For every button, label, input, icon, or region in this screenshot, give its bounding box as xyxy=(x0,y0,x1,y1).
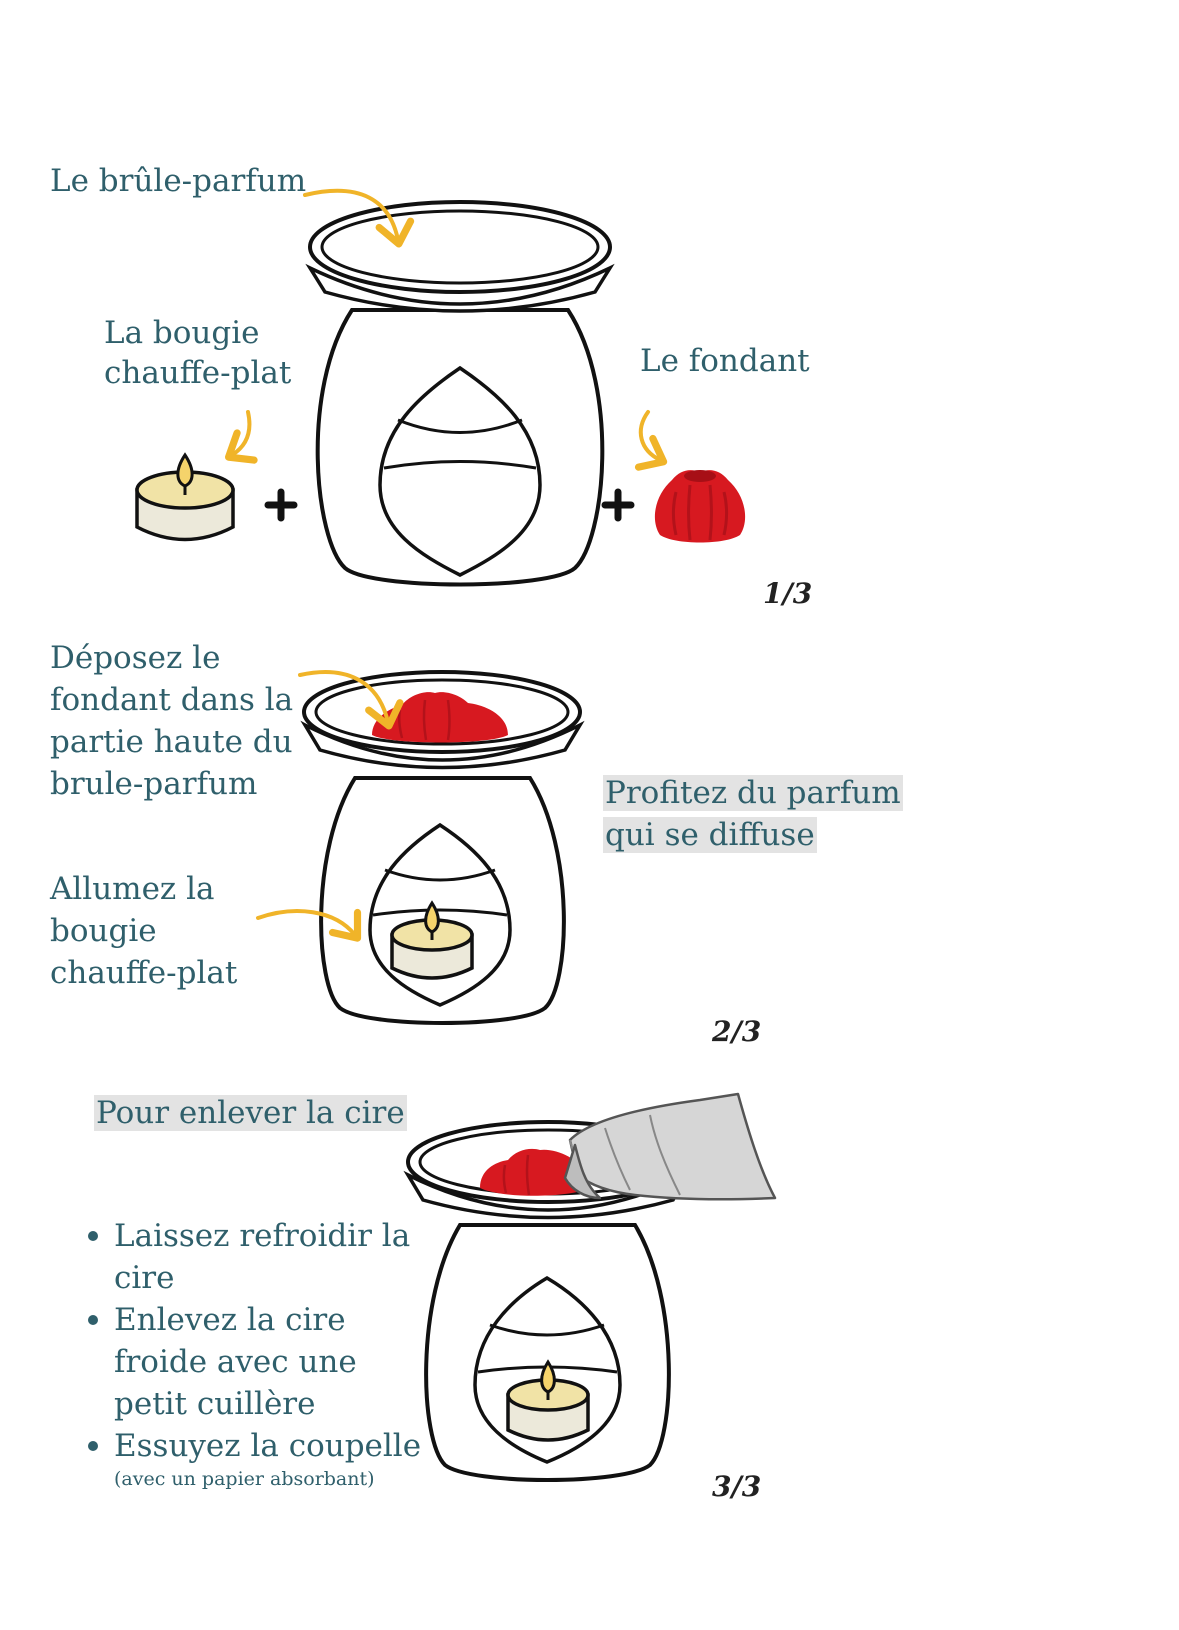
removal-title-text: Pour enlever la cire xyxy=(94,1095,407,1131)
candle-label-line1: La bougie xyxy=(104,315,260,351)
deposit-line-4: brule-parfum xyxy=(50,766,258,802)
list-item: Laissez refroidir la cire xyxy=(82,1215,421,1299)
bullet-1-line-2: cire xyxy=(114,1260,175,1296)
curved-arrow-icon xyxy=(298,670,404,730)
curved-arrow-icon xyxy=(634,410,668,471)
bullet-dot-icon xyxy=(88,1231,98,1241)
burner-label: Le brûle-parfum xyxy=(50,163,307,199)
enjoy-line-1-text: Profitez du parfum xyxy=(603,775,903,811)
deposit-line-2: fondant dans la xyxy=(50,682,294,718)
removal-steps-list: Laissez refroidir la cire Enlevez la cire… xyxy=(82,1215,421,1491)
step-indicator-1: 1/3 xyxy=(763,577,813,610)
deposit-line-1: Déposez le xyxy=(50,640,221,676)
step-indicator-3: 3/3 xyxy=(712,1470,762,1503)
tealight-candle-icon xyxy=(135,452,235,542)
list-item: Essuyez la coupelle (avec un papier absor… xyxy=(82,1425,421,1491)
deposit-line-3: partie haute du xyxy=(50,724,293,760)
enjoy-line-2-text: qui se diffuse xyxy=(603,817,817,853)
bullet-dot-icon xyxy=(88,1315,98,1325)
wax-melt-icon xyxy=(654,470,746,543)
list-item: Enlevez la cire froide avec une petit cuil… xyxy=(82,1299,421,1425)
enjoy-line-1: Profitez du parfum xyxy=(603,772,903,814)
light-line-2: bougie xyxy=(50,913,157,949)
removal-title: Pour enlever la cire xyxy=(94,1092,407,1134)
plus-icon xyxy=(264,488,298,522)
step-indicator-2: 2/3 xyxy=(712,1015,762,1048)
bullet-2-line-3: petit cuillère xyxy=(114,1386,316,1422)
bullet-2-line-2: froide avec une xyxy=(114,1344,357,1380)
light-line-3: chauffe-plat xyxy=(50,955,238,991)
bullet-3-line-1: Essuyez la coupelle xyxy=(114,1428,422,1464)
light-line-1: Allumez la xyxy=(50,871,215,907)
tealight-candle-icon xyxy=(506,1359,590,1442)
wax-melt-icon xyxy=(480,1148,585,1196)
curved-arrow-icon xyxy=(225,410,258,464)
candle-label-line2: chauffe-plat xyxy=(104,355,292,391)
bullet-dot-icon xyxy=(88,1441,98,1451)
bullet-2-line-1: Enlevez la cire xyxy=(114,1302,346,1338)
wax-melt-icon xyxy=(372,692,508,743)
melt-label: Le fondant xyxy=(640,343,810,379)
paper-towel-icon xyxy=(563,1092,777,1201)
enjoy-line-2: qui se diffuse xyxy=(603,814,817,856)
oil-burner-icon xyxy=(305,200,615,587)
bullet-1-line-1: Laissez refroidir la xyxy=(114,1218,411,1254)
bullet-3-note: (avec un papier absorbant) xyxy=(114,1468,375,1490)
tealight-candle-icon xyxy=(390,900,474,980)
plus-icon xyxy=(601,488,635,522)
curved-arrow-icon xyxy=(303,188,415,248)
curved-arrow-icon xyxy=(256,908,362,942)
